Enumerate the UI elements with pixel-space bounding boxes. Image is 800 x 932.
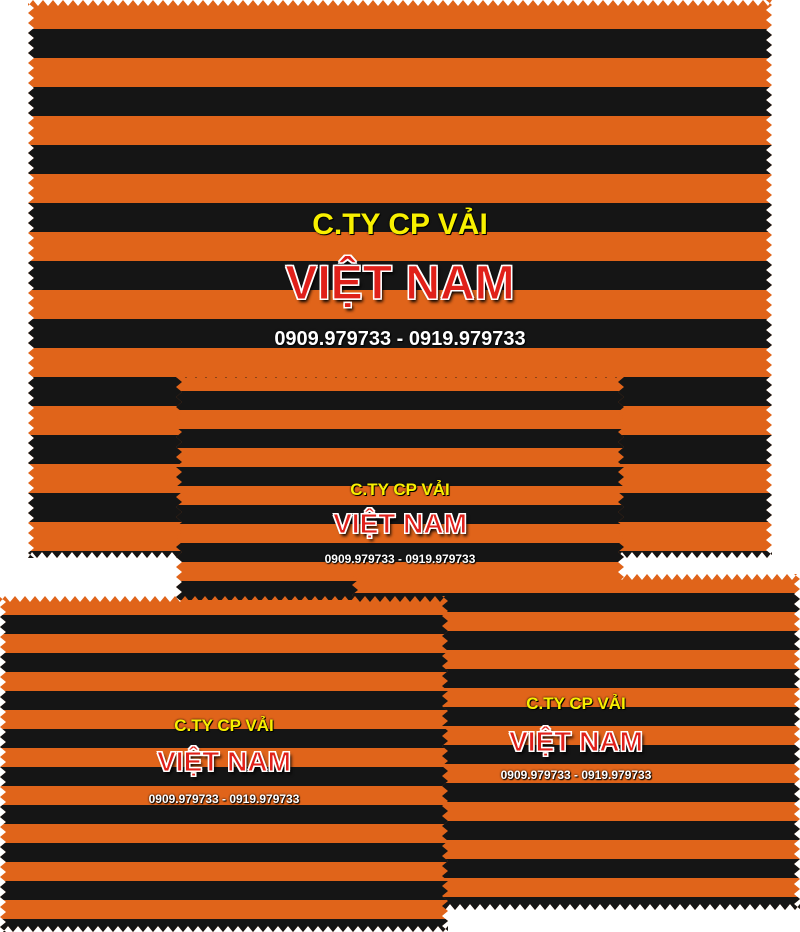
black-stripe: [28, 261, 772, 290]
company-name: C.TY CP VẢI: [526, 694, 626, 713]
black-stripe: [176, 505, 624, 524]
company-country: VIỆT NAM: [509, 726, 644, 758]
company-country: VIỆT NAM: [157, 746, 292, 778]
black-stripe: [0, 843, 448, 862]
company-name: C.TY CP VẢI: [350, 480, 450, 499]
black-stripe: [176, 467, 624, 486]
black-stripe: [28, 145, 772, 174]
black-stripe: [176, 543, 624, 562]
black-stripe: [0, 729, 448, 748]
black-stripe: [0, 615, 448, 634]
black-stripe: [28, 203, 772, 232]
black-stripe: [0, 805, 448, 824]
black-stripe: [352, 593, 800, 612]
company-name: C.TY CP VẢI: [174, 716, 274, 735]
black-stripe: [0, 653, 448, 672]
black-stripe: [352, 783, 800, 802]
black-stripe: [0, 919, 448, 932]
black-stripe: [352, 821, 800, 840]
black-stripe: [352, 669, 800, 688]
black-stripe: [352, 745, 800, 764]
black-stripe: [352, 859, 800, 878]
company-name: C.TY CP VẢI: [312, 208, 488, 241]
company-phones: 0909.979733 - 0919.979733: [500, 768, 652, 782]
black-stripe: [28, 29, 772, 58]
company-phones: 0909.979733 - 0919.979733: [148, 792, 300, 806]
black-stripe: [0, 881, 448, 900]
company-phones: 0909.979733 - 0919.979733: [274, 328, 526, 350]
fabric-swatch-bottom-left: C.TY CP VẢI VIỆT NAM 0909.979733 - 0919.…: [0, 596, 448, 932]
black-stripe: [28, 87, 772, 116]
company-phones: 0909.979733 - 0919.979733: [324, 552, 476, 566]
company-country: VIỆT NAM: [333, 508, 468, 540]
black-stripe: [0, 691, 448, 710]
black-stripe: [352, 707, 800, 726]
black-stripe: [28, 319, 772, 348]
black-stripe: [352, 631, 800, 650]
company-country: VIỆT NAM: [285, 257, 515, 311]
striped-fabric-image: [0, 596, 448, 932]
orange-stripe-background: [0, 596, 448, 932]
black-stripe: [176, 429, 624, 448]
black-stripe: [176, 391, 624, 410]
black-stripe: [0, 767, 448, 786]
